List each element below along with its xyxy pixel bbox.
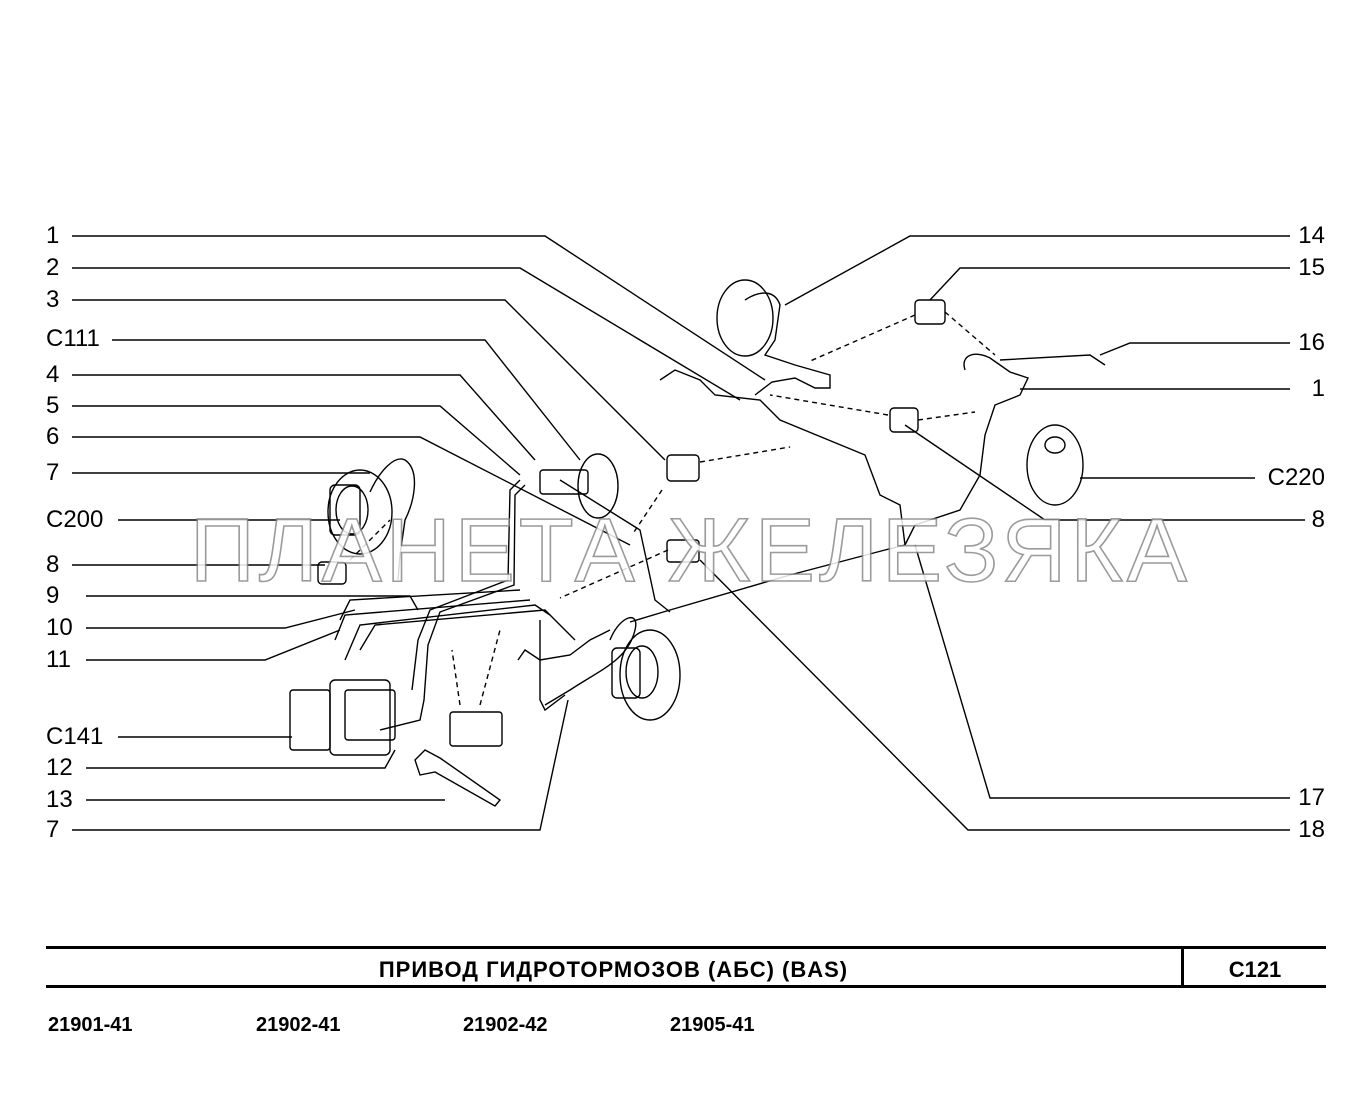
callout-12: 12 bbox=[46, 754, 73, 781]
title-divider bbox=[1181, 949, 1184, 985]
title-block: ПРИВОД ГИДРОТОРМОЗОВ (АБС) (BAS) C121 bbox=[46, 946, 1326, 988]
callout-2: 2 bbox=[46, 254, 60, 281]
leader-lines-left bbox=[72, 235, 766, 831]
callout-14: 14 bbox=[1298, 222, 1325, 249]
callout-17: 17 bbox=[1298, 784, 1325, 811]
callout-5: 5 bbox=[46, 392, 60, 419]
callout-1: 1 bbox=[46, 222, 60, 249]
callout-c200: C200 bbox=[46, 506, 104, 533]
callout-1b: 1 bbox=[1311, 375, 1325, 402]
callout-8b: 8 bbox=[1311, 506, 1325, 533]
callout-7b: 7 bbox=[46, 816, 60, 843]
model-code-2: 21902-41 bbox=[256, 1014, 341, 1036]
brake-components bbox=[289, 279, 1106, 807]
callout-9: 9 bbox=[46, 582, 60, 609]
model-code-4: 21905-41 bbox=[670, 1014, 755, 1036]
callout-10: 10 bbox=[46, 614, 73, 641]
callout-8: 8 bbox=[46, 551, 60, 578]
callout-4: 4 bbox=[46, 361, 60, 388]
leader-lines-right bbox=[699, 235, 1305, 831]
watermark-text: ПЛАНЕТА ЖЕЛЕЗЯКА bbox=[189, 500, 1191, 602]
callout-16: 16 bbox=[1298, 329, 1325, 356]
assembly-arrows bbox=[349, 311, 996, 706]
callout-3: 3 bbox=[46, 286, 60, 313]
callout-6: 6 bbox=[46, 423, 60, 450]
diagram-title: ПРИВОД ГИДРОТОРМОЗОВ (АБС) (BAS) bbox=[378, 957, 849, 982]
callout-13: 13 bbox=[46, 786, 73, 813]
callout-c111: C111 bbox=[46, 325, 100, 352]
callout-11: 11 bbox=[46, 646, 71, 673]
callout-18: 18 bbox=[1298, 816, 1325, 843]
callout-c220: C220 bbox=[1267, 464, 1325, 491]
callout-c141: C141 bbox=[46, 723, 104, 750]
diagram-code: C121 bbox=[1228, 957, 1282, 982]
callout-7: 7 bbox=[46, 459, 60, 486]
model-code-3: 21902-42 bbox=[463, 1014, 548, 1036]
model-code-1: 21901-41 bbox=[48, 1014, 133, 1036]
callout-15: 15 bbox=[1298, 254, 1325, 281]
